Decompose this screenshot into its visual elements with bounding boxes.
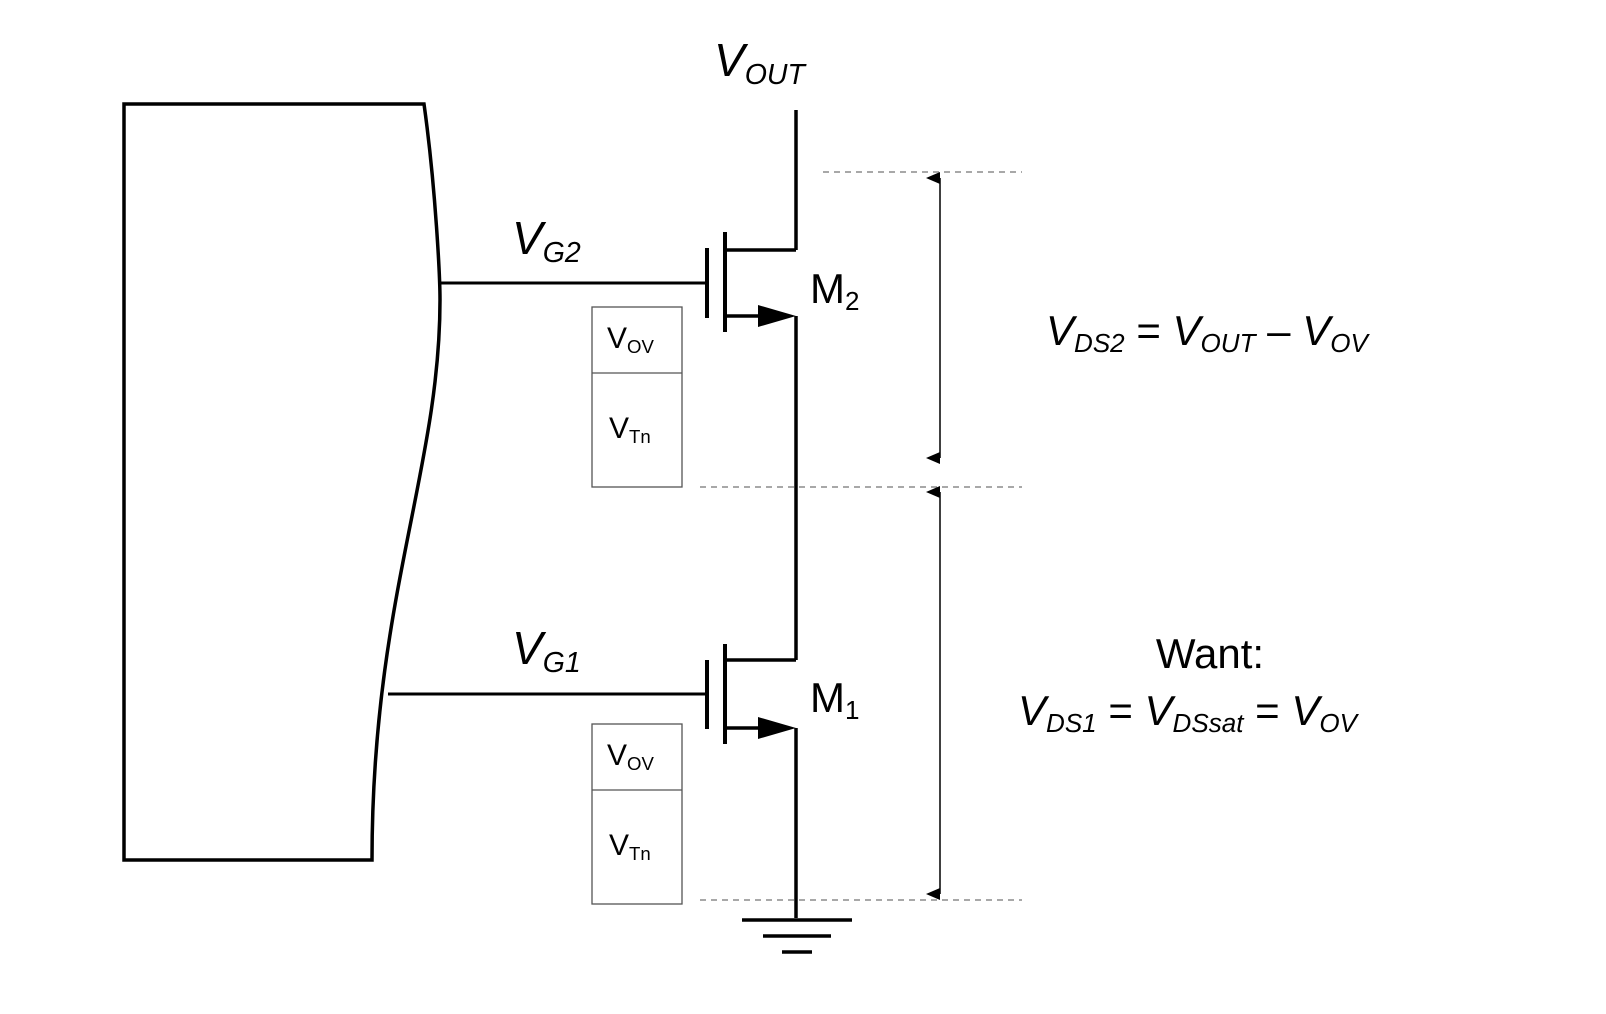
vds1-equation: VDS1 = VDSsat = VOV: [1018, 687, 1360, 738]
vds2-equation: VDS2 = VOUT – VOV: [1046, 307, 1370, 358]
guide-lines: [700, 171, 1022, 901]
vg1-label: VG1: [512, 622, 581, 679]
transistor-m1: [705, 644, 796, 744]
voltage-stack-m2: [591, 306, 683, 488]
box-vov-top: VOV: [607, 322, 654, 357]
box-vov-bottom: VOV: [607, 739, 654, 774]
voltage-stack-m1: [591, 723, 683, 905]
transistor-m2: [705, 232, 796, 332]
m2-label: M2: [810, 265, 859, 316]
ground-icon: [742, 918, 852, 954]
box-vtn-bottom: VTn: [609, 829, 651, 864]
m1-label: M1: [810, 674, 859, 725]
want-label: Want:: [1156, 630, 1264, 677]
bias-block: [122, 102, 442, 862]
box-vtn-top: VTn: [609, 412, 651, 447]
vg2-label: VG2: [512, 212, 581, 269]
vout-label: VOUT: [714, 34, 807, 91]
